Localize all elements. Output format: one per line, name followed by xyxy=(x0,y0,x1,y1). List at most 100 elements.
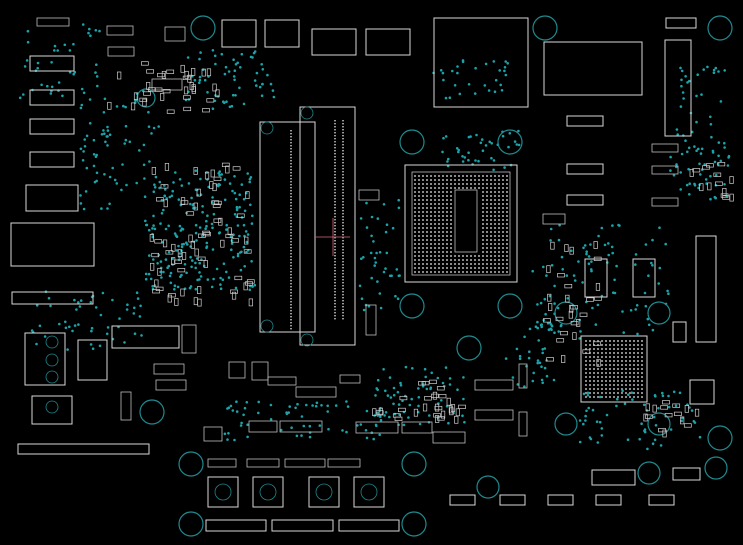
smd-part[interactable] xyxy=(327,458,361,468)
small-header[interactable] xyxy=(566,163,604,175)
mounting-hole[interactable] xyxy=(637,461,661,485)
mounting-hole[interactable] xyxy=(178,511,204,537)
ic-package[interactable] xyxy=(543,41,643,96)
audio-jack[interactable] xyxy=(31,395,73,425)
smd-part[interactable] xyxy=(279,420,323,433)
mounting-hole[interactable] xyxy=(456,335,482,361)
mounting-hole[interactable] xyxy=(399,129,425,155)
header-connector[interactable] xyxy=(311,28,357,56)
port-connector[interactable] xyxy=(29,151,75,168)
smd-part[interactable] xyxy=(651,143,679,153)
edge-header[interactable] xyxy=(17,443,150,455)
vga-connector[interactable] xyxy=(10,222,95,267)
mounting-hole[interactable] xyxy=(136,88,156,108)
smd-part[interactable] xyxy=(355,421,399,434)
smd-part[interactable] xyxy=(181,324,197,354)
small-header[interactable] xyxy=(689,379,715,405)
ic-package[interactable] xyxy=(77,339,108,381)
smd-part[interactable] xyxy=(106,25,134,36)
smd-part[interactable] xyxy=(358,189,380,201)
edge-header[interactable] xyxy=(338,519,400,532)
usb-connector[interactable] xyxy=(264,19,300,48)
ic-package[interactable] xyxy=(111,325,180,349)
mounting-hole[interactable] xyxy=(190,15,216,41)
smd-part[interactable] xyxy=(518,411,528,437)
mounting-hole[interactable] xyxy=(704,456,728,480)
edge-header[interactable] xyxy=(205,519,267,532)
smd-part[interactable] xyxy=(120,391,132,421)
pushbutton[interactable] xyxy=(252,476,284,508)
pushbutton[interactable] xyxy=(207,476,239,508)
smd-part[interactable] xyxy=(401,421,433,434)
smd-part[interactable] xyxy=(651,197,679,207)
smd-part[interactable] xyxy=(207,458,237,468)
mounting-hole[interactable] xyxy=(401,511,427,537)
ic-package[interactable] xyxy=(632,258,656,298)
port-connector[interactable] xyxy=(29,118,75,135)
small-header[interactable] xyxy=(672,467,701,481)
smd-part[interactable] xyxy=(251,361,269,381)
mounting-hole[interactable] xyxy=(401,451,427,477)
mounting-hole[interactable] xyxy=(707,425,733,451)
small-header[interactable] xyxy=(547,494,574,506)
audio-jack[interactable] xyxy=(24,332,66,386)
small-header[interactable] xyxy=(672,321,687,343)
mounting-hole[interactable] xyxy=(707,15,733,41)
strip-connector[interactable] xyxy=(11,291,94,305)
mounting-hole[interactable] xyxy=(178,451,204,477)
smd-part[interactable] xyxy=(107,46,135,57)
mounting-hole[interactable] xyxy=(497,129,523,155)
smd-part[interactable] xyxy=(339,374,361,384)
smd-part[interactable] xyxy=(284,458,326,468)
small-header[interactable] xyxy=(449,494,476,506)
small-header[interactable] xyxy=(665,17,697,29)
smd-part[interactable] xyxy=(248,420,278,433)
ic-package[interactable] xyxy=(695,235,717,343)
mounting-hole[interactable] xyxy=(476,475,500,499)
bga-chip[interactable] xyxy=(580,335,648,403)
smd-part[interactable] xyxy=(474,409,514,421)
dimm-slot[interactable] xyxy=(259,121,316,333)
smd-part[interactable] xyxy=(36,17,70,27)
mounting-hole[interactable] xyxy=(554,412,578,436)
small-header[interactable] xyxy=(648,494,675,506)
edge-header[interactable] xyxy=(271,519,334,532)
dimm-slot[interactable] xyxy=(299,106,356,346)
smd-part[interactable] xyxy=(228,361,246,379)
mounting-hole[interactable] xyxy=(139,399,165,425)
mounting-hole[interactable] xyxy=(532,15,558,41)
cpu-socket[interactable] xyxy=(404,164,518,283)
mounting-hole[interactable] xyxy=(497,293,523,319)
pushbutton[interactable] xyxy=(353,476,385,508)
smd-part[interactable] xyxy=(153,363,185,375)
small-header[interactable] xyxy=(591,469,636,486)
smd-part[interactable] xyxy=(474,379,514,391)
smd-part[interactable] xyxy=(651,165,679,175)
smd-part[interactable] xyxy=(203,426,223,442)
port-connector[interactable] xyxy=(29,55,75,72)
smd-part[interactable] xyxy=(518,363,528,389)
ic-package[interactable] xyxy=(433,17,529,108)
small-header[interactable] xyxy=(595,494,622,506)
mounting-hole[interactable] xyxy=(399,293,425,319)
small-header[interactable] xyxy=(566,115,604,127)
serial-connector[interactable] xyxy=(25,184,79,212)
smd-part[interactable] xyxy=(246,458,280,468)
smd-part[interactable] xyxy=(151,78,183,91)
smd-part[interactable] xyxy=(155,379,187,391)
ic-package[interactable] xyxy=(664,39,692,137)
usb-connector[interactable] xyxy=(221,19,257,48)
mounting-hole[interactable] xyxy=(647,301,671,325)
smd-part[interactable] xyxy=(432,431,466,444)
smd-part[interactable] xyxy=(295,386,337,398)
smd-part[interactable] xyxy=(267,376,297,386)
small-header[interactable] xyxy=(566,194,604,206)
pushbutton[interactable] xyxy=(308,476,340,508)
header-connector[interactable] xyxy=(365,28,411,56)
smd-part[interactable] xyxy=(542,213,566,225)
port-connector[interactable] xyxy=(29,89,75,106)
small-header[interactable] xyxy=(499,494,526,506)
smd-part[interactable] xyxy=(164,26,186,42)
mounting-hole[interactable] xyxy=(647,412,671,436)
